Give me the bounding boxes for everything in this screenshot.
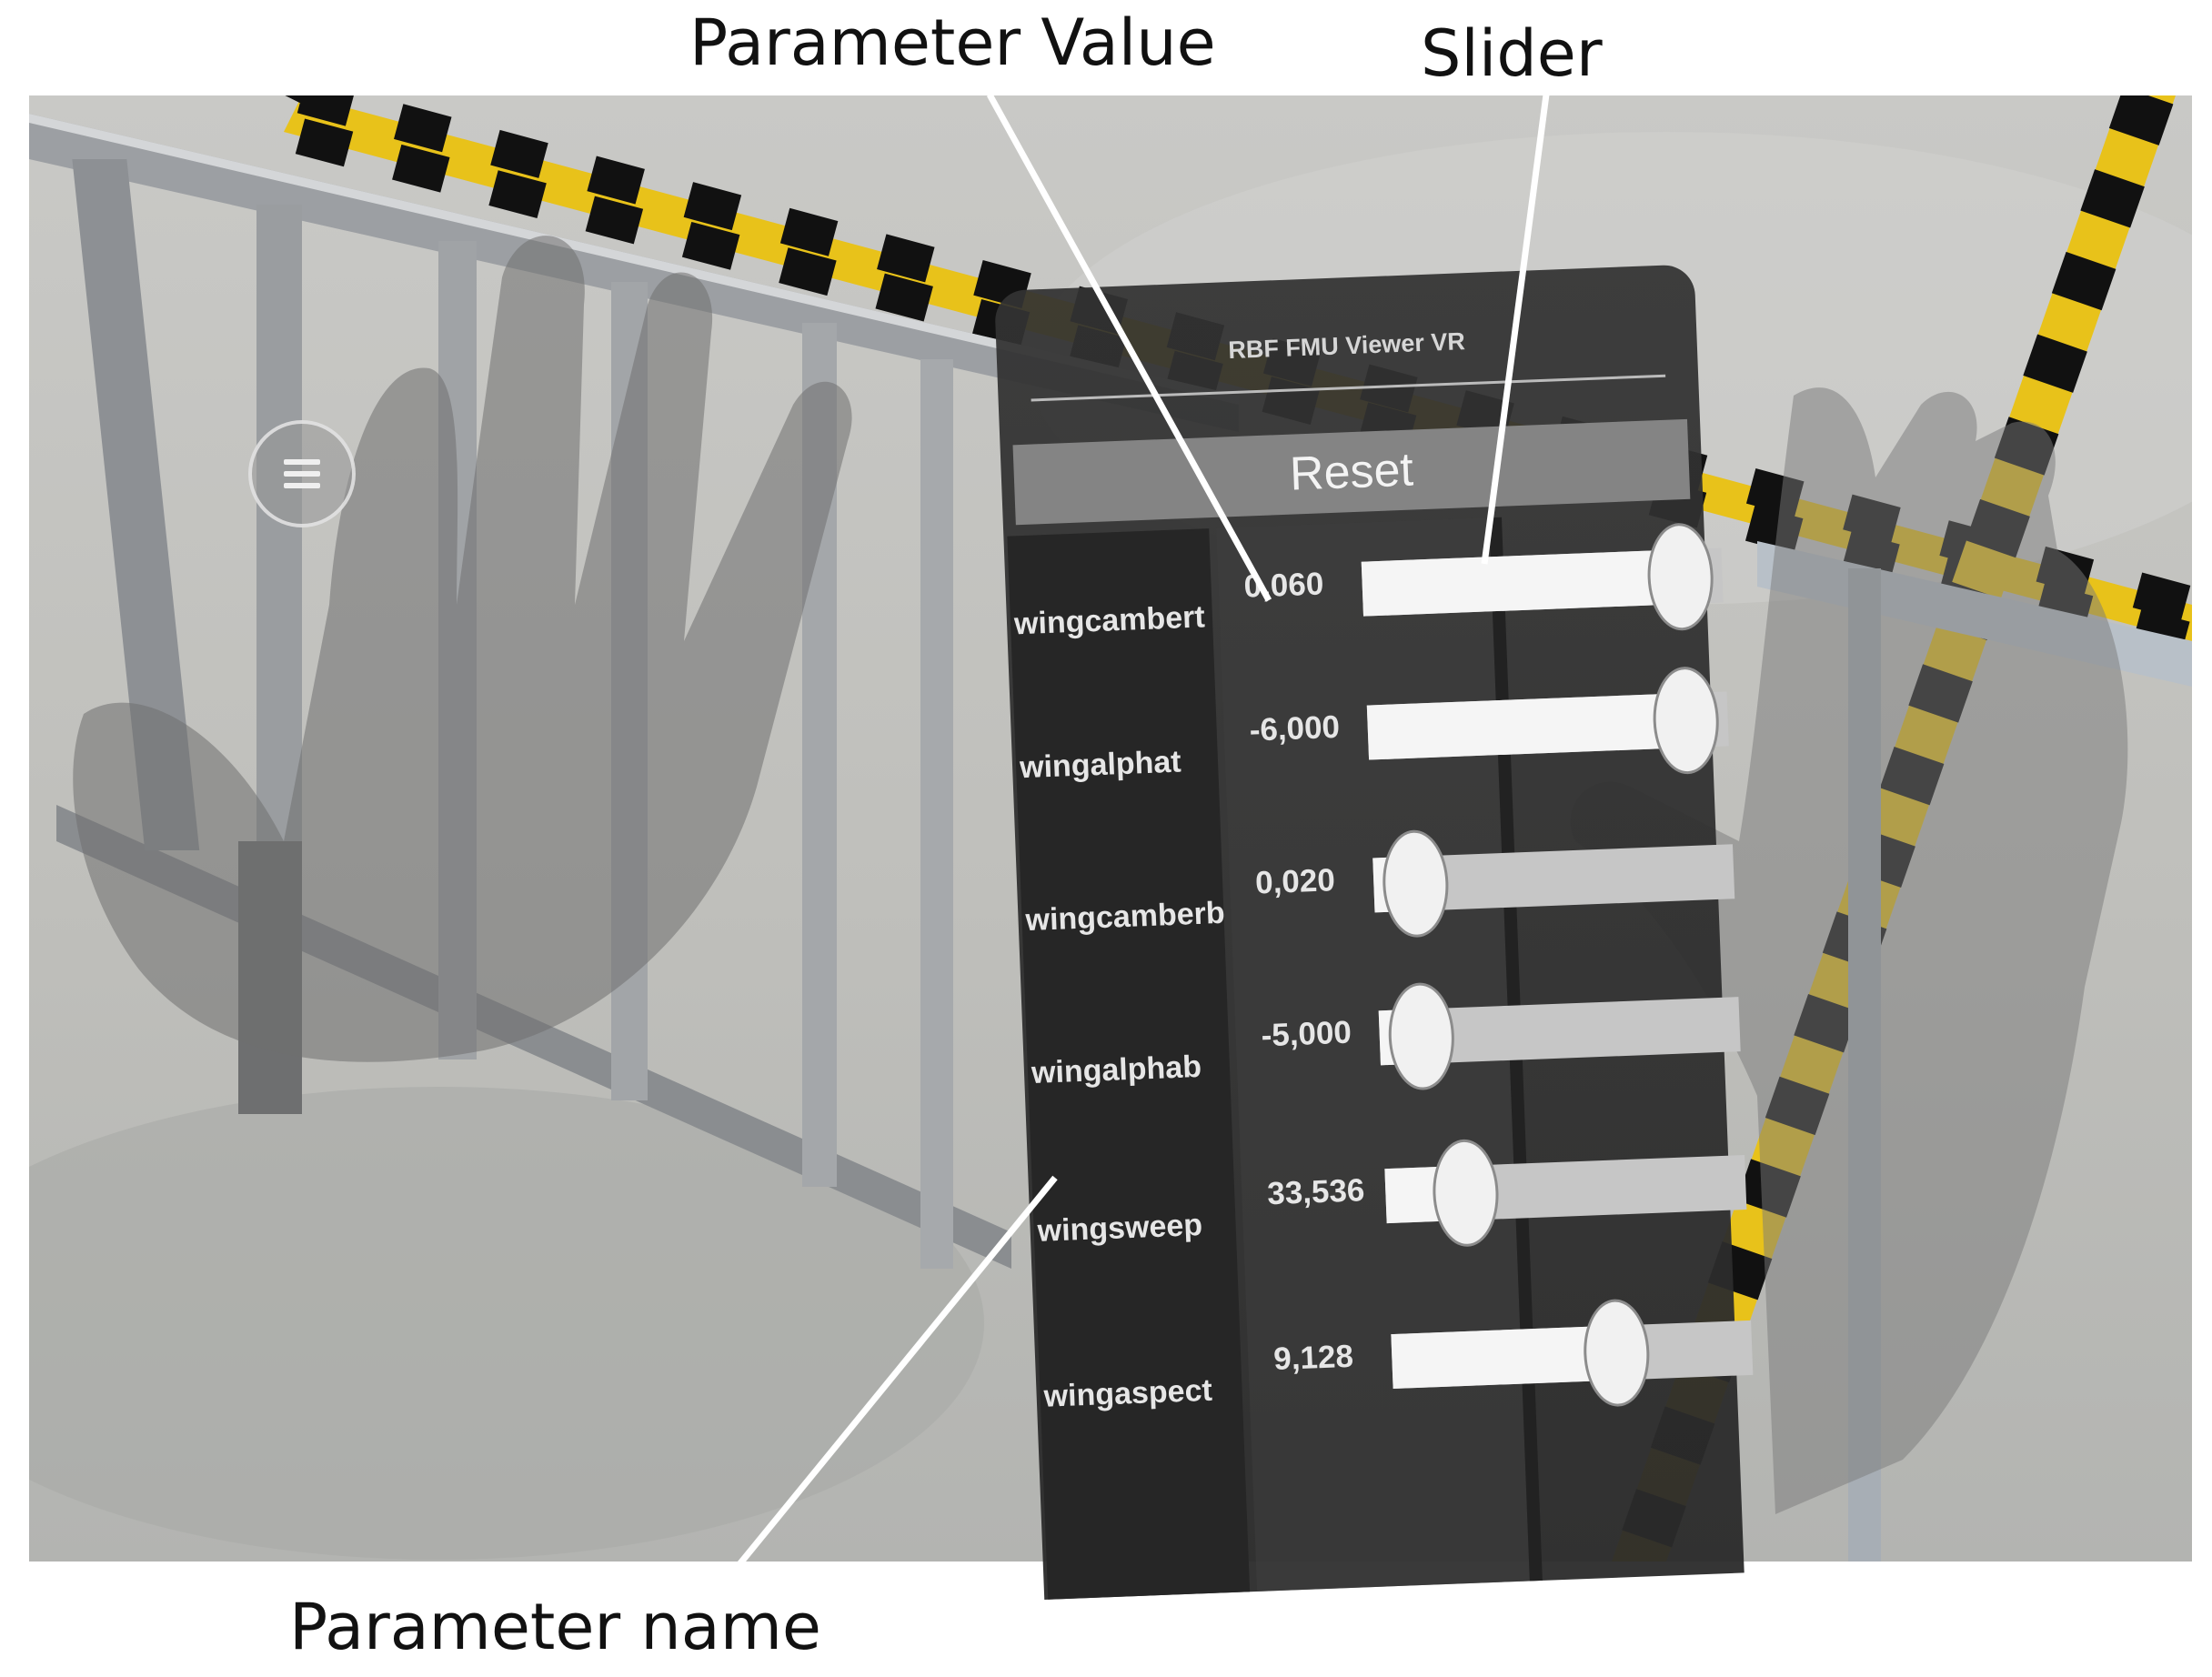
parameter-name: wingcambert <box>1013 599 1206 642</box>
parameter-row-wingalphab: wingalphab -5,000 <box>1021 959 1741 1121</box>
slider-handle[interactable] <box>1431 1138 1501 1249</box>
callout-parameter-value: Parameter Value <box>689 5 1216 80</box>
slider-handle[interactable] <box>1651 665 1722 776</box>
parameter-row-wingcamberb: wingcamberb 0,020 <box>1015 806 1735 969</box>
parameter-value: 33,536 <box>1266 1172 1366 1212</box>
parameter-value: 0,020 <box>1254 862 1336 901</box>
slider-handle[interactable] <box>1581 1298 1652 1408</box>
callout-parameter-name: Parameter name <box>289 1590 821 1664</box>
menu-button[interactable] <box>248 420 356 527</box>
slider-handle[interactable] <box>1645 521 1716 632</box>
parameter-row-wingsweep: wingsweep 33,536 <box>1027 1117 1747 1280</box>
parameter-slider[interactable] <box>1383 1129 1747 1249</box>
parameter-slider[interactable] <box>1366 665 1730 778</box>
slider-fill <box>1366 693 1688 760</box>
parameter-name: wingaspect <box>1042 1372 1213 1414</box>
fmu-viewer-panel: RBF FMU Viewer VR Reset wingcambert 0,06… <box>994 264 1754 1600</box>
parameter-row-wingaspect: wingaspect 9,128 <box>1033 1282 1754 1445</box>
left-hand <box>73 236 852 1062</box>
parameter-slider[interactable] <box>1378 970 1742 1091</box>
parameter-slider[interactable] <box>1390 1294 1754 1408</box>
right-hand <box>1570 387 2128 1515</box>
slider-fill <box>1361 549 1683 617</box>
parameter-row-wingalphat: wingalphat -6,000 <box>1009 653 1729 816</box>
parameter-value: 9,128 <box>1272 1338 1354 1378</box>
parameter-slider[interactable] <box>1372 818 1735 939</box>
parameter-value: -6,000 <box>1249 708 1341 748</box>
callout-slider: Slider <box>1421 16 1603 91</box>
slider-handle[interactable] <box>1380 828 1451 939</box>
parameter-name: wingsweep <box>1036 1207 1203 1249</box>
parameter-value: -5,000 <box>1260 1014 1352 1054</box>
parameter-name: wingalphat <box>1019 744 1182 786</box>
parameter-row-wingcambert: wingcambert 0,060 <box>1003 509 1724 672</box>
slider-handle[interactable] <box>1386 981 1456 1091</box>
parameter-name: wingalphab <box>1031 1049 1202 1091</box>
parameter-name: wingcamberb <box>1024 895 1226 939</box>
parameter-slider[interactable] <box>1361 521 1724 636</box>
parameter-value: 0,060 <box>1242 566 1324 605</box>
